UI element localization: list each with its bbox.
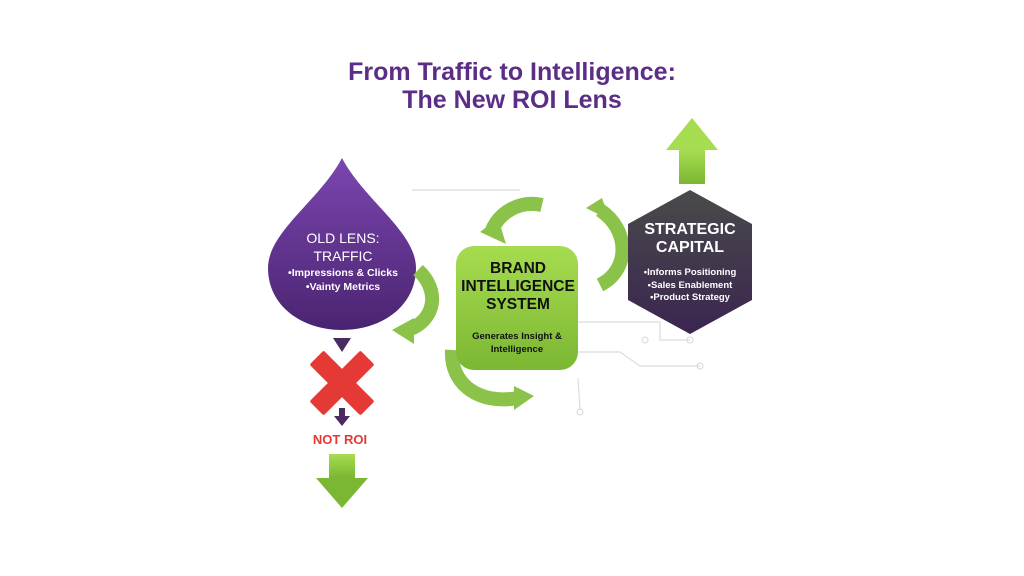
cycle-arrows — [405, 196, 630, 407]
brand-system-heading: BRAND INTELLIGENCE SYSTEM — [458, 260, 578, 314]
capital-heading-line-2: CAPITAL — [655, 239, 725, 256]
brand-heading-line-3: SYSTEM — [486, 296, 550, 313]
capital-item: Product Strategy — [620, 292, 760, 305]
connector-lines — [412, 189, 704, 416]
brand-heading-line-2: INTELLIGENCE — [461, 278, 575, 295]
down-arrow-icon — [316, 454, 368, 508]
strategic-capital-heading: STRATEGIC CAPITAL — [620, 221, 760, 257]
capital-item: Informs Positioning — [620, 267, 760, 280]
old-lens-item: Impressions & Clicks — [268, 266, 418, 280]
cross-icon — [310, 351, 374, 415]
old-lens-heading-line-1: OLD LENS: — [306, 230, 380, 246]
brand-system-subtext: Generates Insight & Intelligence — [462, 330, 572, 356]
capital-item: Sales Enablement — [620, 280, 760, 293]
not-roi-label: NOT ROI — [312, 432, 368, 447]
old-lens-heading: OLD LENS: TRAFFIC — [268, 229, 418, 265]
up-arrow-icon — [666, 118, 718, 184]
brand-subtext-line-2: Intelligence — [490, 344, 544, 355]
old-lens-heading-line-2: TRAFFIC — [313, 248, 373, 264]
cycle-arrow-heads — [392, 198, 610, 410]
strategic-capital-hexagon — [628, 190, 752, 334]
brand-subtext-line-1: Generates Insight & — [472, 331, 562, 342]
small-down-arrow-icon — [334, 408, 350, 426]
strategic-capital-list: Informs Positioning Sales Enablement Pro… — [620, 267, 760, 305]
chevron-down-icon — [333, 338, 351, 352]
capital-heading-line-1: STRATEGIC — [644, 221, 736, 238]
diagram-title: From Traffic to Intelligence: The New RO… — [0, 58, 1024, 114]
old-lens-list: Impressions & Clicks Vainty Metrics — [268, 266, 418, 294]
brand-system-box — [456, 246, 578, 370]
brand-heading-line-1: BRAND — [490, 260, 546, 277]
title-line-2: The New ROI Lens — [402, 86, 622, 114]
title-line-1: From Traffic to Intelligence: — [348, 58, 676, 86]
old-lens-item: Vainty Metrics — [268, 280, 418, 294]
